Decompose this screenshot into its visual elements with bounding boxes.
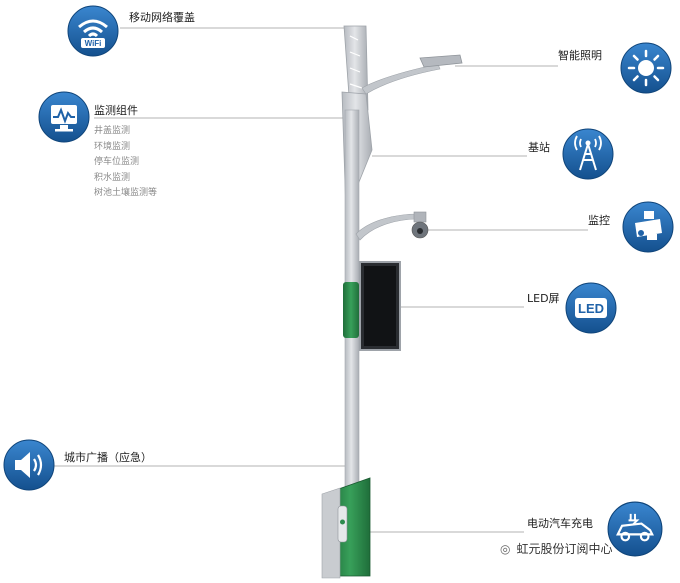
lamp-head [419, 54, 463, 68]
label-wifi: 移动网络覆盖 [129, 11, 195, 24]
connector-lines [48, 27, 588, 533]
monitor-item: 积水监测 [94, 172, 131, 183]
label-broadcast: 城市广播（应急） [64, 451, 152, 464]
label-lighting: 智能照明 [558, 49, 602, 62]
watermark: ◎ 虹元股份订阅中心 [500, 540, 613, 557]
watermark-text: 虹元股份订阅中心 [516, 542, 613, 556]
electric-car-icon [607, 501, 663, 557]
monitor-icon [38, 91, 90, 143]
monitor-items-list: 井盖监测 环境监测 停车位监测 积水监测 树池土壤监测等 [94, 124, 157, 202]
wifi-icon: WiFi [67, 5, 119, 57]
label-led: LED屏 [527, 292, 560, 305]
camera-icon [622, 201, 674, 253]
label-base-station: 基站 [528, 141, 550, 154]
label-monitor: 监测组件 [94, 104, 138, 117]
monitor-item: 井盖监测 [94, 126, 131, 136]
speaker-icon [3, 439, 55, 491]
camera-arm [355, 213, 419, 241]
wechat-icon: ◎ [500, 542, 511, 556]
led-icon-text: LED [578, 301, 604, 316]
lamp-arm [361, 63, 441, 95]
led-icon: LED [565, 282, 617, 334]
signal-tower-icon [562, 128, 614, 180]
green-band [343, 282, 359, 338]
monitor-item: 树池土壤监测等 [94, 188, 158, 198]
label-surveillance: 监控 [588, 214, 610, 227]
sun-icon [620, 42, 672, 94]
monitor-item: 环境监测 [94, 141, 131, 152]
wifi-icon-text: WiFi [85, 39, 102, 48]
label-charging: 电动汽车充电 [527, 517, 593, 530]
monitor-item: 停车位监测 [94, 157, 140, 167]
